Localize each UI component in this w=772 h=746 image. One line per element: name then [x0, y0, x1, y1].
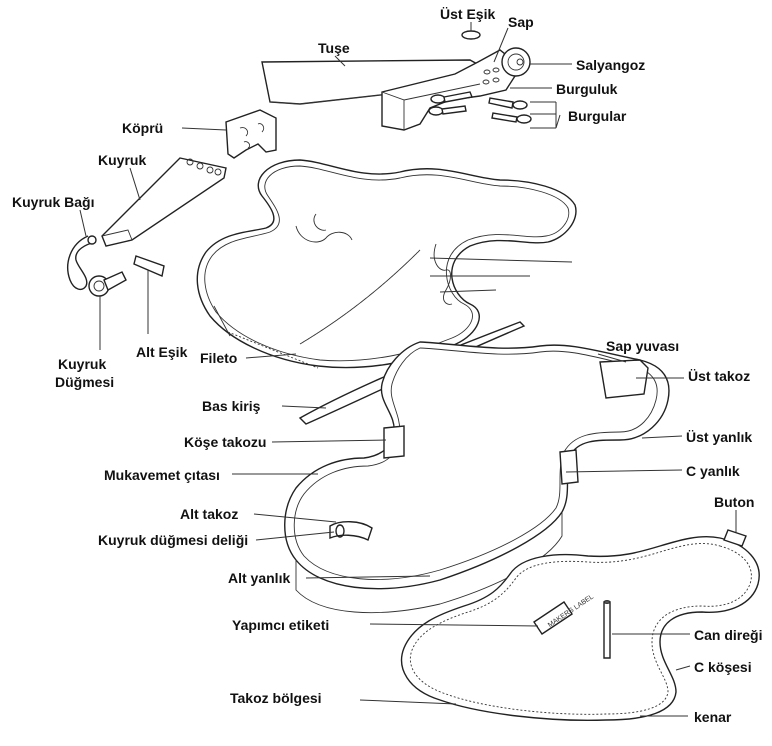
label-edge: kenar — [694, 709, 731, 725]
label-bass-bar: Bas kiriş — [202, 398, 260, 414]
label-saddle: Alt Eşik — [136, 344, 187, 360]
label-neck-mortise: Sap yuvası — [606, 338, 679, 354]
label-bottom-block: Alt takoz — [180, 506, 238, 522]
label-nut: Üst Eşik — [440, 6, 495, 22]
label-pegs: Burgular — [568, 108, 626, 124]
label-upper-rib: Üst yanlık — [686, 429, 752, 445]
endpin-drawing — [89, 272, 126, 296]
nut-drawing — [462, 31, 480, 39]
label-c-corner: C köşesi — [694, 659, 752, 675]
label-neck: Sap — [508, 14, 534, 30]
label-makers-label: Yapımcı etiketi — [232, 617, 329, 633]
label-c-rib: C yanlık — [686, 463, 740, 479]
top-plate-drawing — [197, 160, 576, 368]
label-fingerboard: Tuşe — [318, 40, 350, 56]
label-purfling: Fileto — [200, 350, 237, 366]
bridge-drawing — [226, 110, 276, 158]
label-block-area: Takoz bölgesi — [230, 690, 322, 706]
saddle-drawing — [134, 256, 164, 276]
label-endpin-line2: Düğmesi — [55, 374, 114, 390]
label-corner-block: Köşe takozu — [184, 434, 266, 450]
label-pegbox: Burguluk — [556, 81, 617, 97]
label-lower-rib: Alt yanlık — [228, 570, 290, 586]
label-endpin-line1: Kuyruk — [58, 356, 106, 372]
label-soundpost: Can direği — [694, 627, 762, 643]
label-endpin-hole: Kuyruk düğmesi deliği — [98, 532, 248, 548]
tailpiece-drawing — [102, 158, 226, 246]
label-lining: Mukavemet çıtası — [104, 467, 220, 483]
label-tailgut: Kuyruk Bağı — [12, 194, 94, 210]
label-tailpiece: Kuyruk — [98, 152, 146, 168]
label-bridge: Köprü — [122, 120, 163, 136]
label-top-block: Üst takoz — [688, 368, 750, 384]
label-button: Buton — [714, 494, 754, 510]
label-scroll: Salyangoz — [576, 57, 645, 73]
